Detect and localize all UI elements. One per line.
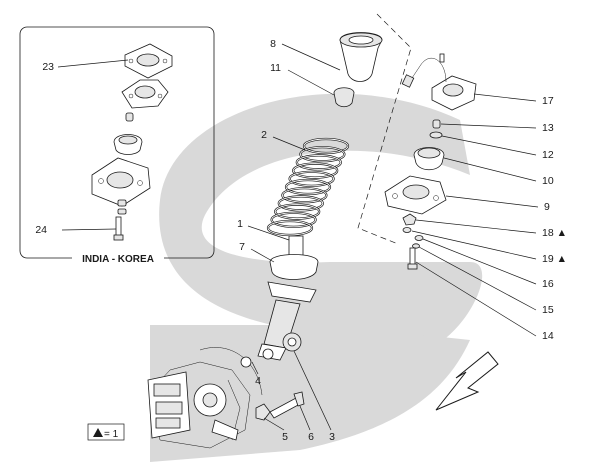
- leader-line-7: [250, 248, 275, 263]
- bump-stop: [413, 147, 445, 171]
- bump-rubber: [333, 87, 355, 108]
- leader-line-23: [57, 59, 129, 68]
- callout-11: 11: [270, 62, 281, 74]
- leader-line-2: [272, 136, 306, 151]
- spring-coil-highlight: [296, 154, 342, 170]
- spring-cap: [339, 32, 383, 82]
- spring-coil-highlight: [303, 138, 349, 154]
- leader-line-11: [287, 69, 335, 96]
- leader-line-6: [299, 405, 311, 431]
- triangle-icon: [93, 428, 103, 437]
- leader-line-17: [473, 93, 537, 102]
- upper-mount: [401, 53, 477, 111]
- bolt-14: [407, 247, 418, 270]
- callout-16: 16: [542, 278, 554, 290]
- inset-label: INDIA - KOREA: [82, 254, 154, 265]
- leader-line-19: [411, 230, 537, 260]
- nut-18: [402, 213, 417, 226]
- assembly-outline: [357, 13, 412, 245]
- bolt-inset: [113, 216, 124, 241]
- callout-14: 14: [542, 330, 554, 342]
- nut-13: [432, 119, 441, 129]
- washer-16: [414, 235, 424, 241]
- callout-1: 1: [237, 218, 243, 230]
- callout-17: 17: [542, 95, 554, 107]
- hub-assembly: [147, 347, 263, 449]
- spring-coil-highlight: [281, 187, 327, 203]
- leader-line-9: [445, 195, 539, 208]
- leader-line-15: [418, 246, 537, 311]
- top-plate-inset: [124, 43, 173, 79]
- callout-2: 2: [261, 129, 267, 141]
- bushing: [282, 332, 302, 352]
- callout-7: 7: [239, 241, 245, 253]
- legend-text: = 1: [104, 429, 119, 440]
- legend: = 1: [87, 423, 125, 441]
- spring-coil-highlight: [292, 163, 338, 179]
- leader-line-1: [247, 225, 290, 241]
- callout-12: 12: [542, 149, 554, 161]
- spring-coil-highlight: [285, 179, 331, 195]
- bump-stop-inset: [113, 134, 143, 155]
- washer-15: [412, 243, 420, 249]
- callout-19: 19 ▲: [542, 253, 567, 265]
- leader-line-10: [443, 157, 537, 182]
- callout-6: 6: [308, 431, 314, 443]
- callout-23: 23: [42, 61, 54, 73]
- leader-line-16: [422, 238, 537, 285]
- callout-8: 8: [270, 38, 276, 50]
- callout-5: 5: [282, 431, 288, 443]
- spring-coil-highlight: [278, 195, 324, 211]
- leader-line-3: [293, 350, 332, 431]
- leader-line-8: [281, 43, 341, 71]
- nut-5: [255, 403, 271, 421]
- bolt-6: [269, 391, 305, 419]
- leader-line-13: [440, 123, 537, 129]
- spring-coil-highlight: [289, 171, 335, 187]
- leader-line-4: [251, 361, 259, 375]
- leader-line-14: [415, 261, 537, 337]
- spring-coil-highlight: [274, 204, 320, 220]
- lower-plate: [384, 175, 447, 215]
- callout-10: 10: [542, 175, 554, 187]
- callout-4: 4: [255, 375, 261, 387]
- callout-18: 18 ▲: [542, 227, 567, 239]
- callout-9: 9: [544, 201, 550, 213]
- spring-coil-highlight: [271, 212, 317, 228]
- callout-13: 13: [542, 122, 554, 134]
- leader-line-18: [415, 219, 537, 234]
- spring-coil-highlight: [267, 220, 313, 236]
- callout-3: 3: [329, 431, 335, 443]
- leader-line-24: [61, 228, 117, 231]
- lower-plate-inset: [91, 157, 151, 207]
- leader-line-5: [263, 417, 285, 431]
- coil-spring: [266, 137, 350, 237]
- washer-19: [402, 227, 412, 233]
- leader-line-12: [441, 135, 537, 156]
- upper-mount-inset: [121, 79, 169, 109]
- callout-24: 24: [35, 224, 47, 236]
- washer-12: [429, 131, 443, 139]
- shock-absorber: [257, 235, 319, 361]
- inset-panel: INDIA - KOREA: [19, 26, 215, 266]
- direction-arrow-icon: [435, 351, 499, 411]
- spring-coil-highlight: [299, 146, 345, 162]
- callout-15: 15: [542, 304, 554, 316]
